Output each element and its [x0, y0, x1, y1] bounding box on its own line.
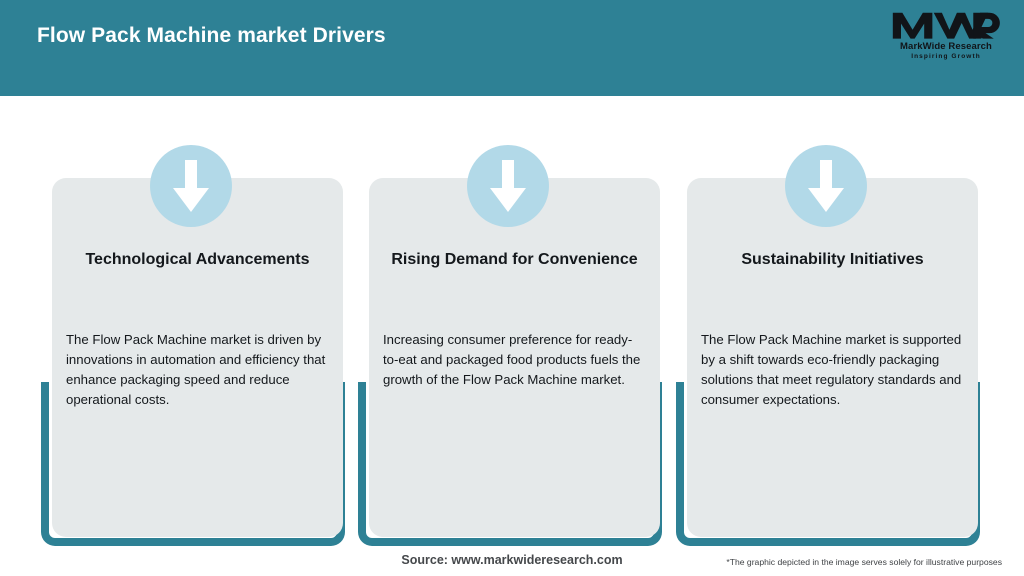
driver-card-title-1: Technological Advancements [85, 251, 310, 268]
driver-card-body-2: Increasing consumer preference for ready… [383, 332, 641, 387]
driver-card-1[interactable]: Technological Advancements The Flow Pack… [52, 178, 343, 537]
logo-tagline: Inspiring Growth [911, 53, 981, 60]
driver-card-title-3: Sustainability Initiatives [741, 251, 924, 268]
arrow-down-icon-badge-2 [467, 145, 549, 227]
logo-company-name: MarkWide Research [900, 41, 992, 52]
page-title: Flow Pack Machine market Drivers [37, 24, 386, 47]
driver-card-body-1: The Flow Pack Machine market is driven b… [66, 332, 326, 407]
disclaimer-label: *The graphic depicted in the image serve… [726, 557, 1002, 567]
arrow-down-icon [808, 160, 844, 212]
arrow-down-icon-badge-1 [150, 145, 232, 227]
brand-logo: MarkWide Research Inspiring Growth [890, 10, 1002, 66]
driver-card-3[interactable]: Sustainability Initiatives The Flow Pack… [687, 178, 978, 537]
arrow-down-icon-badge-3 [785, 145, 867, 227]
arrow-down-icon [490, 160, 526, 212]
source-label: Source: www.markwideresearch.com [401, 553, 623, 567]
arrow-down-icon [173, 160, 209, 212]
driver-card-title-2: Rising Demand for Convenience [391, 251, 638, 268]
mwr-logo-icon [892, 12, 1000, 39]
header-bar: Flow Pack Machine market Drivers MarkWid… [0, 0, 1024, 96]
driver-card-body-3: The Flow Pack Machine market is supporte… [701, 332, 962, 407]
driver-card-2[interactable]: Rising Demand for Convenience Increasing… [369, 178, 660, 537]
drivers-stage: Technological Advancements The Flow Pack… [0, 96, 1024, 576]
